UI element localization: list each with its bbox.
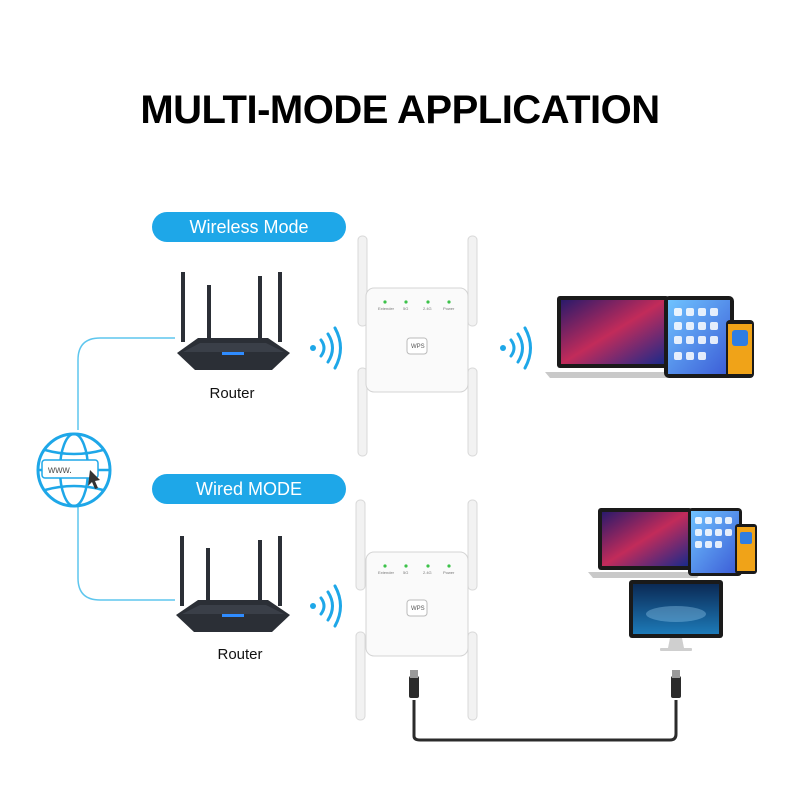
svg-text:2.4G: 2.4G <box>423 306 432 311</box>
wps-button-top <box>406 337 428 355</box>
laptop-bottom <box>588 508 702 578</box>
svg-text:2.4G: 2.4G <box>423 570 432 575</box>
tablet-bottom <box>688 508 742 576</box>
wireless-mode-badge: Wireless Mode <box>152 212 346 242</box>
page-title: MULTI-MODE APPLICATION <box>140 88 660 132</box>
svg-text:WPS: WPS <box>411 344 425 350</box>
svg-text:Power: Power <box>443 570 455 575</box>
svg-text:5G: 5G <box>403 570 408 575</box>
wifi-signal-icon-3 <box>310 584 342 628</box>
globe-www-text: www. <box>47 465 72 476</box>
svg-text:5G: 5G <box>403 306 408 311</box>
wps-button-bottom <box>406 599 428 617</box>
phone-top <box>726 320 754 378</box>
svg-text:Power: Power <box>443 306 455 311</box>
router-top <box>177 272 290 370</box>
wired-mode-badge: Wired MODE <box>152 474 346 504</box>
wireless-mode-label: Wireless Mode <box>189 216 309 237</box>
router-bottom <box>176 536 290 632</box>
wifi-signal-icon-2 <box>500 326 532 370</box>
router-label-top: Router <box>209 385 255 402</box>
desktop-monitor <box>629 580 723 651</box>
wifi-extender-bottom: Extender 5G 2.4G Power WPS <box>355 499 478 721</box>
link-line-top <box>77 337 175 430</box>
phone-bottom <box>735 524 757 574</box>
wifi-extender-top: Extender 5G 2.4G Power WPS <box>357 235 478 457</box>
wifi-signal-icon-1 <box>310 326 342 370</box>
laptop-top <box>545 296 681 378</box>
ethernet-cable <box>409 670 681 742</box>
globe-www-icon: www. <box>36 432 112 508</box>
wired-mode-label: Wired MODE <box>195 478 302 499</box>
svg-text:Extender: Extender <box>378 306 395 311</box>
svg-text:WPS: WPS <box>411 606 425 612</box>
router-label-bottom: Router <box>217 646 263 663</box>
link-line-bottom <box>77 500 175 601</box>
svg-text:Extender: Extender <box>378 570 395 575</box>
tablet-top <box>664 296 734 378</box>
